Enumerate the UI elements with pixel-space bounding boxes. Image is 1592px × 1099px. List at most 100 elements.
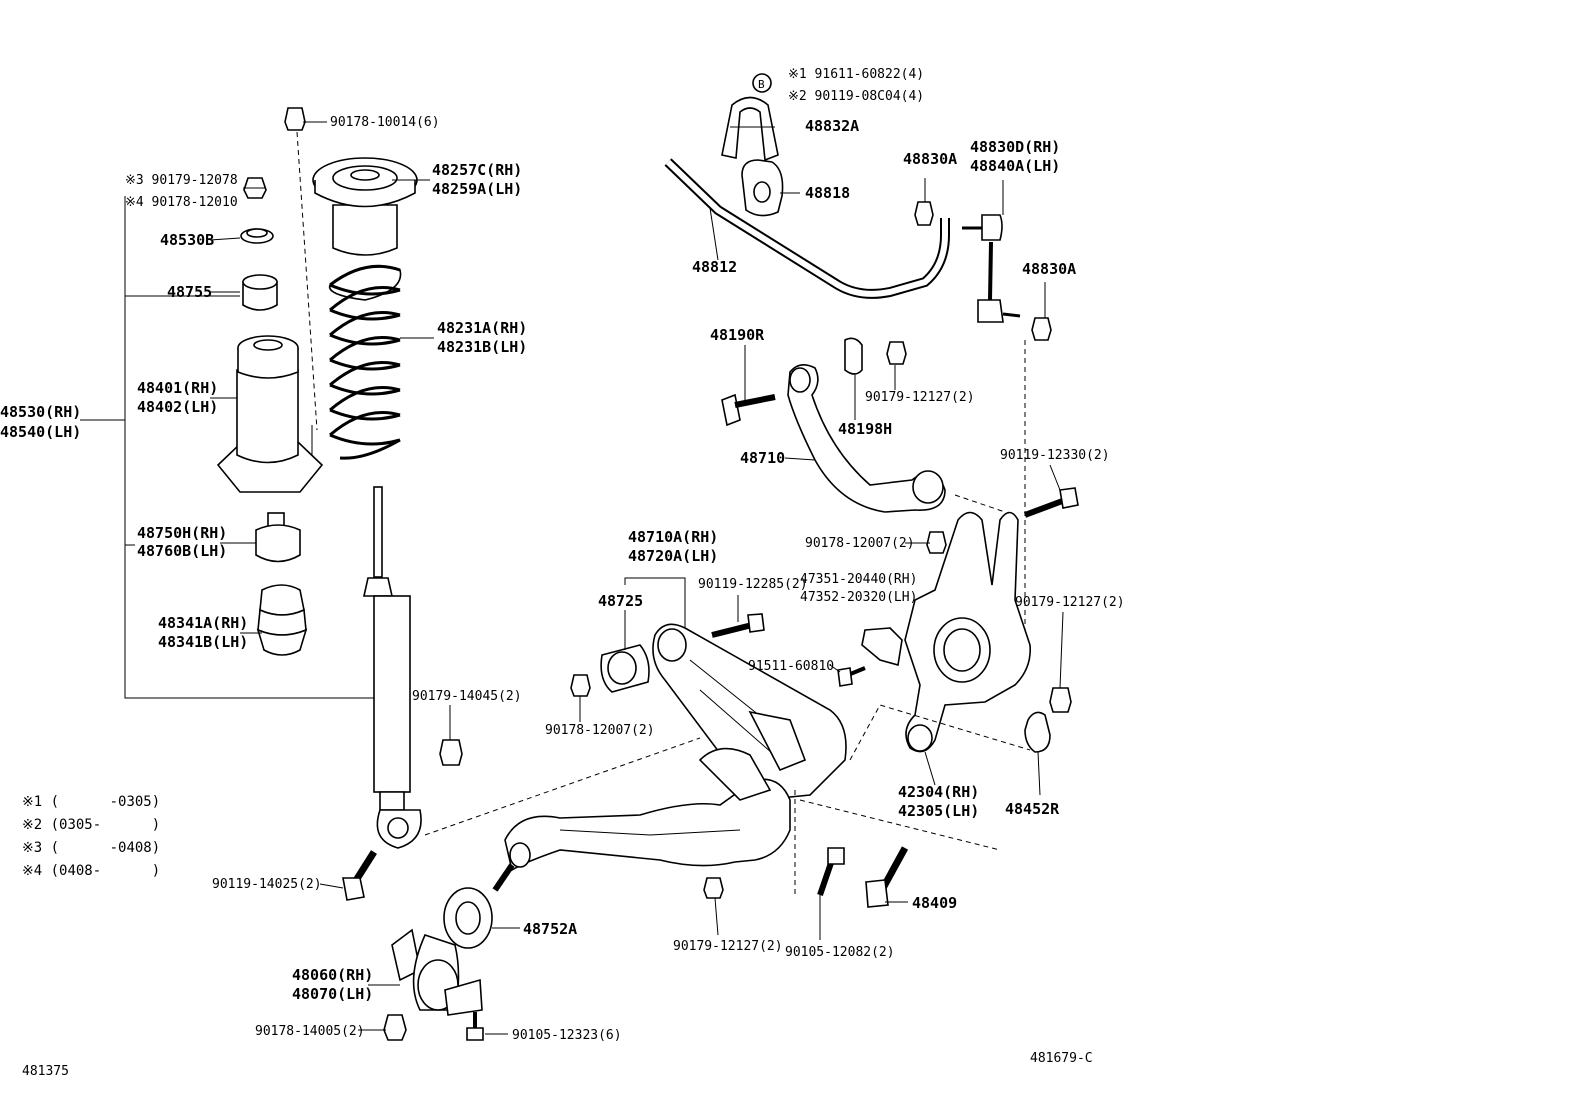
nut-90178-14005 — [383, 1014, 407, 1041]
label-48070: 48070(LH) — [292, 985, 373, 1003]
nut-90179-12127-right — [1049, 687, 1072, 713]
label-48760b: 48760B(LH) — [137, 542, 227, 560]
strut-assembly-bracket — [80, 196, 375, 699]
label-48231b: 48231B(LH) — [437, 338, 527, 356]
label-48840a: 48840A(LH) — [970, 157, 1060, 175]
label-48755: 48755 — [167, 283, 212, 301]
nut-48830a-top — [914, 201, 934, 226]
label-90105-12082: 90105-12082(2) — [785, 945, 895, 960]
bushing-48060 — [391, 928, 483, 1016]
footnote-2: ※2 (0305- ) — [22, 817, 160, 833]
footnotes: ※1 ( -0305) ※2 (0305- ) ※3 ( -0408) ※4 (… — [22, 794, 160, 879]
label-48060: 48060(RH) — [292, 966, 373, 984]
nut-90179-12127-top — [886, 341, 907, 365]
label-48259a: 48259A(LH) — [432, 180, 522, 198]
label-48720a: 48720A(LH) — [628, 547, 718, 565]
nut-90179-12127-bottom — [703, 877, 724, 899]
assembly-dashed-lines — [424, 494, 1031, 898]
nut-90178-12007-low — [570, 674, 591, 697]
footnote-3: ※3 ( -0408) — [22, 840, 160, 856]
label-90178-12007-mid: 90178-12007(2) — [805, 536, 915, 551]
bushing-48452r — [1024, 711, 1051, 753]
shock-absorber — [363, 486, 422, 849]
label-48818: 48818 — [805, 184, 850, 202]
label-91611-60822: ※1 91611-60822(4) — [788, 67, 924, 82]
label-48341b: 48341B(LH) — [158, 633, 248, 651]
diagram-code-right: 481679-C — [1030, 1051, 1093, 1066]
circle-b-label: B — [758, 78, 765, 91]
label-48530-rh: 48530(RH) — [0, 403, 81, 421]
upper-spring-seat-48257c — [312, 157, 418, 256]
bolt-90105-12323 — [466, 1012, 484, 1041]
stabilizer-bar-48812 — [664, 158, 950, 299]
label-42304: 42304(RH) — [898, 783, 979, 801]
label-90179-12127-right: 90179-12127(2) — [1015, 595, 1125, 610]
label-48530b: 48530B — [160, 231, 214, 249]
stabilizer-bushing-48818 — [741, 159, 784, 217]
coil-spring-48231a — [328, 264, 402, 460]
label-91511-60810: 91511-60810 — [748, 659, 834, 674]
label-48190r: 48190R — [710, 326, 765, 344]
label-90179-12078: ※3 90179-12078 — [125, 173, 238, 188]
nut-90178-10014 — [284, 107, 318, 431]
label-48540-lh: 48540(LH) — [0, 423, 81, 441]
label-90178-10014: 90178-10014(6) — [330, 115, 440, 130]
nut-90179-14045 — [439, 739, 463, 766]
diagram-code-left: 481375 — [22, 1064, 69, 1079]
label-90119-08c04: ※2 90119-08C04(4) — [788, 89, 924, 104]
stabilizer-bracket-48832a: B — [721, 73, 779, 162]
label-48830a-right: 48830A — [1022, 260, 1076, 278]
label-48812: 48812 — [692, 258, 737, 276]
label-47352: 47352-20320(LH) — [800, 590, 917, 605]
part-labels: 90178-10014(6) ※3 90179-12078 ※4 90178-1… — [0, 67, 1125, 1043]
label-90179-14045: 90179-14045(2) — [412, 689, 522, 704]
label-48401: 48401(RH) — [137, 379, 218, 397]
leader-lines — [209, 121, 1064, 1035]
label-48231a: 48231A(RH) — [437, 319, 527, 337]
label-90178-14005: 90178-14005(2) — [255, 1024, 365, 1039]
label-42305: 42305(LH) — [898, 802, 979, 820]
bolt-91511-60810 — [837, 666, 866, 687]
footnote-1: ※1 ( -0305) — [22, 794, 160, 810]
label-48257c: 48257C(RH) — [432, 161, 522, 179]
label-90179-12127-top: 90179-12127(2) — [865, 390, 975, 405]
label-48725: 48725 — [598, 592, 643, 610]
label-48452r: 48452R — [1005, 800, 1060, 818]
stabilizer-link-48830d — [962, 214, 1021, 323]
bolt-90119-12285 — [711, 613, 765, 638]
label-48198h: 48198H — [838, 420, 892, 438]
footnote-4: ※4 (0408- ) — [22, 863, 160, 879]
ball-joint-stud — [492, 842, 531, 892]
label-48402: 48402(LH) — [137, 398, 218, 416]
bump-stopper-48750h — [255, 512, 301, 563]
bump-stopper-48341a — [256, 584, 308, 656]
label-90105-12323: 90105-12323(6) — [512, 1028, 622, 1043]
label-90179-12127-bottom: 90179-12127(2) — [673, 939, 783, 954]
label-48750h: 48750H(RH) — [137, 524, 227, 542]
washer-48198h — [844, 337, 863, 375]
nut-90178-12007-mid — [926, 531, 947, 554]
trailing-arm — [504, 710, 807, 872]
label-90119-12285: 90119-12285(2) — [698, 577, 808, 592]
label-90119-14025: 90119-14025(2) — [212, 877, 322, 892]
bushing-48755 — [242, 274, 278, 311]
label-48832a: 48832A — [805, 117, 859, 135]
bolt-90119-12330 — [1023, 487, 1079, 518]
bolt-90105-12082 — [817, 847, 845, 896]
label-90178-12007-low: 90178-12007(2) — [545, 723, 655, 738]
bolt-48190r — [721, 393, 776, 427]
nut-48830a-right — [1024, 317, 1052, 650]
label-48752a: 48752A — [523, 920, 577, 938]
bushing-48752a — [443, 887, 493, 949]
label-48409: 48409 — [912, 894, 957, 912]
label-47351: 47351-20440(RH) — [800, 572, 917, 587]
shock-mount-48401 — [216, 335, 324, 493]
label-48830d: 48830D(RH) — [970, 138, 1060, 156]
label-48830a-top: 48830A — [903, 150, 957, 168]
rear-axle-carrier-42304 — [904, 511, 1032, 753]
label-48710a: 48710A(RH) — [628, 528, 718, 546]
label-48710: 48710 — [740, 449, 785, 467]
spring-bumper-48530b — [240, 228, 274, 244]
upper-control-arm-48710 — [787, 364, 946, 513]
